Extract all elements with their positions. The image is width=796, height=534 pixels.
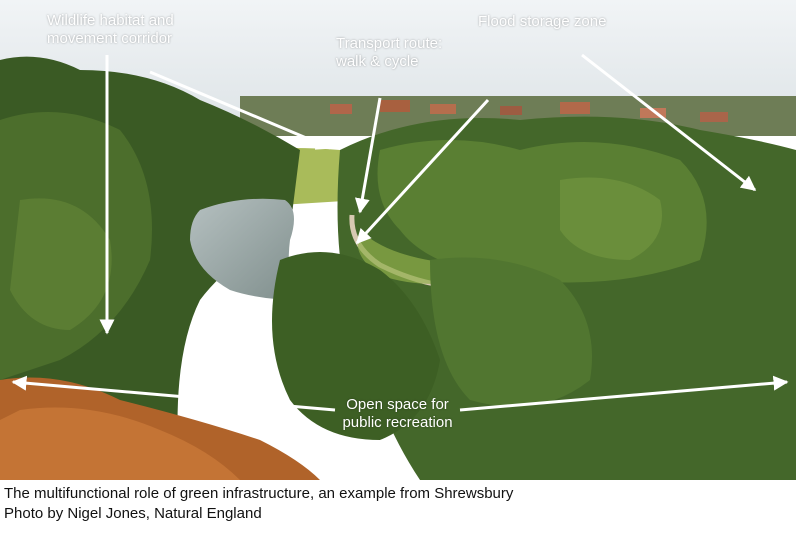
label-open-line1: Open space for <box>346 396 449 413</box>
label-flood-line: Flood storage zone <box>478 13 607 30</box>
annotation-arrows <box>11 53 789 412</box>
landscape-photo <box>0 0 796 480</box>
label-transport-line1: Transport route: <box>336 35 443 52</box>
river <box>190 198 300 300</box>
label-flood-storage: Flood storage zone <box>478 13 606 31</box>
label-wildlife-line2: movement corridor <box>47 30 173 47</box>
caption-credit: Photo by Nigel Jones, Natural England <box>4 505 262 522</box>
arrow-open-right <box>459 375 789 412</box>
caption-line1: The multifunctional role of green infras… <box>4 485 514 502</box>
arrow-open-left <box>11 375 336 412</box>
photo-caption: The multifunctional role of green infras… <box>4 484 784 524</box>
label-open-space: Open space for public recreation <box>320 396 475 432</box>
arrow-transport-1 <box>354 97 382 214</box>
label-open-line2: public recreation <box>342 414 453 431</box>
arrow-flood <box>581 53 757 192</box>
label-wildlife-line1: Wildlife habitat and <box>47 12 174 29</box>
arrow-transport-2 <box>355 98 490 245</box>
label-wildlife-habitat: Wildlife habitat and movement corridor <box>47 12 174 48</box>
label-transport-line2: walk & cycle <box>336 53 419 70</box>
arrow-wildlife-diag <box>149 70 332 150</box>
label-transport-route: Transport route: walk & cycle <box>336 35 442 71</box>
